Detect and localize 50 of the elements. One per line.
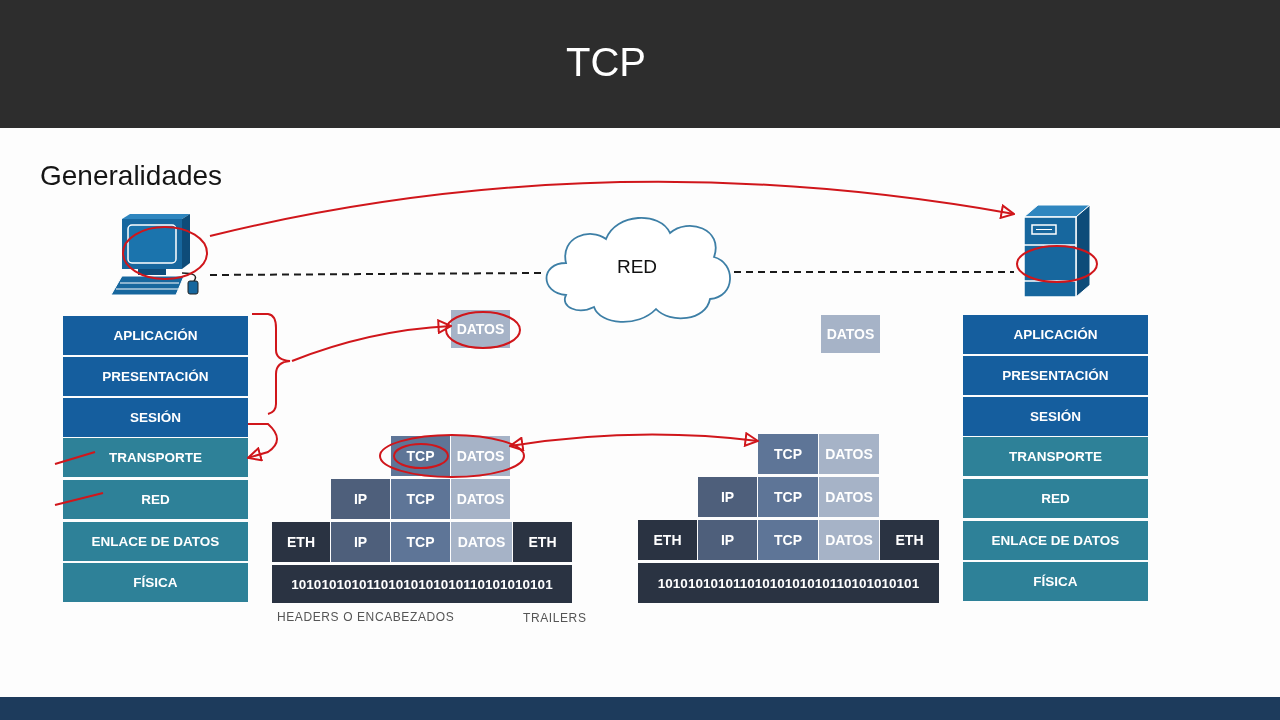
- osi-layer-block: ENLACE DE DATOS: [963, 521, 1148, 560]
- bit-stream-bar: 10101010101101010101010110101010101: [638, 563, 939, 603]
- header-block: TCP: [758, 477, 818, 517]
- server-icon: [1014, 203, 1100, 299]
- osi-layer-block: SESIÓN: [63, 398, 248, 437]
- header-block: TCP: [391, 479, 450, 519]
- osi-layer-block: RED: [63, 480, 248, 519]
- payload-block: DATOS: [821, 315, 880, 353]
- osi-layer-block: APLICACIÓN: [963, 315, 1148, 354]
- curly-bracket: [252, 312, 292, 416]
- payload-block: DATOS: [819, 520, 879, 560]
- double-headed-arrow: [509, 432, 759, 452]
- computer-icon: [108, 213, 210, 297]
- slide-title: TCP: [566, 40, 646, 85]
- trailer-block: ETH: [880, 520, 939, 560]
- osi-layer-block: RED: [963, 479, 1148, 518]
- osi-layer-block: FÍSICA: [63, 563, 248, 602]
- osi-layer-block: TRANSPORTE: [963, 437, 1148, 476]
- payload-block: DATOS: [451, 436, 510, 476]
- header-block: IP: [698, 520, 757, 560]
- header-block: TCP: [758, 520, 818, 560]
- osi-layer-block: PRESENTACIÓN: [963, 356, 1148, 395]
- osi-layer-block: SESIÓN: [963, 397, 1148, 436]
- arrow: [247, 423, 278, 462]
- payload-block: DATOS: [819, 434, 879, 474]
- section-heading: Generalidades: [40, 160, 223, 192]
- header-block: ETH: [272, 522, 330, 562]
- payload-block: DATOS: [451, 310, 510, 348]
- header-block: TCP: [391, 522, 450, 562]
- payload-block: DATOS: [451, 522, 512, 562]
- trailer-block: ETH: [513, 522, 572, 562]
- header-block: TCP: [758, 434, 818, 474]
- osi-layer-block: PRESENTACIÓN: [63, 357, 248, 396]
- osi-layer-block: FÍSICA: [963, 562, 1148, 601]
- cloud-label: RED: [616, 255, 658, 278]
- bit-stream-bar: 10101010101101010101010110101010101: [272, 565, 572, 603]
- payload-block: DATOS: [819, 477, 879, 517]
- header-block: IP: [331, 522, 390, 562]
- dashed-line: [733, 271, 1015, 273]
- osi-layer-block: APLICACIÓN: [63, 316, 248, 355]
- arrow: [209, 180, 1015, 237]
- osi-layer-block: TRANSPORTE: [63, 438, 248, 477]
- payload-block: DATOS: [451, 479, 510, 519]
- arrow: [291, 319, 452, 362]
- header-block: IP: [698, 477, 757, 517]
- header-block: ETH: [638, 520, 697, 560]
- header-block: IP: [331, 479, 390, 519]
- header-caption: HEADERS O ENCABEZADOS: [277, 610, 455, 624]
- trailer-caption: TRAILERS: [523, 611, 587, 625]
- osi-layer-block: ENLACE DE DATOS: [63, 522, 248, 561]
